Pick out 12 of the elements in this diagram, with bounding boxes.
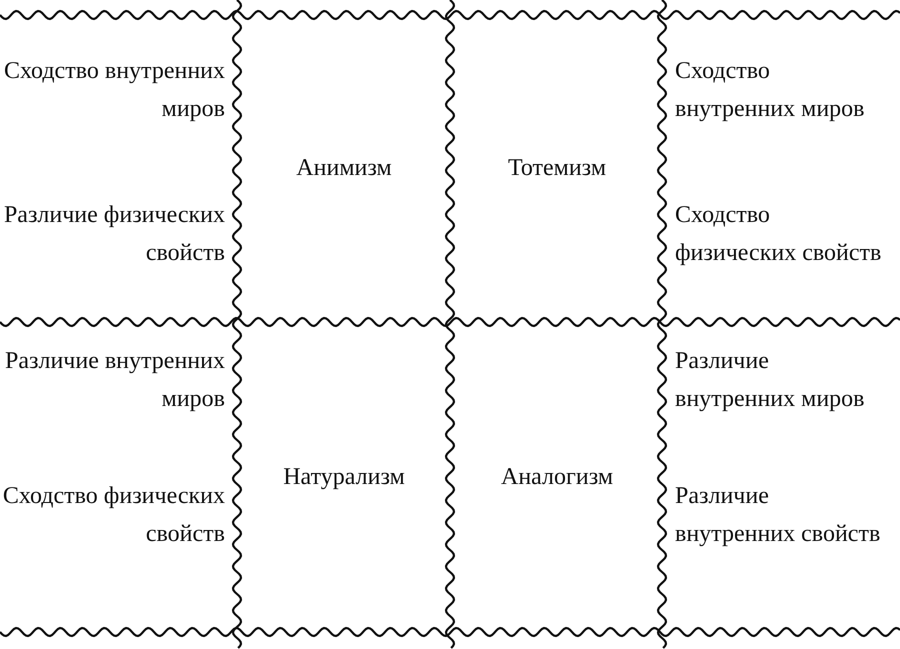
concept-label: Тотемизм: [508, 154, 606, 182]
concept-label: Анимизм: [296, 154, 392, 182]
property-text: Сходство внутренних миров: [675, 57, 866, 124]
property-text: Различие внутренних миров: [4, 347, 225, 414]
property-text: Сходство внутренних миров: [2, 57, 225, 124]
property-text: Сходство физических свойств: [675, 201, 882, 268]
property-text: Сходство физических свойств: [2, 482, 225, 549]
concept-label: Аналогизм: [500, 464, 614, 491]
property-text: Различие физических свойств: [2, 201, 225, 268]
property-text: Различие внутренних миров: [675, 347, 866, 414]
concept-label: Натурализм: [283, 464, 405, 491]
property-text: Различие внутренних свойств: [675, 482, 882, 549]
